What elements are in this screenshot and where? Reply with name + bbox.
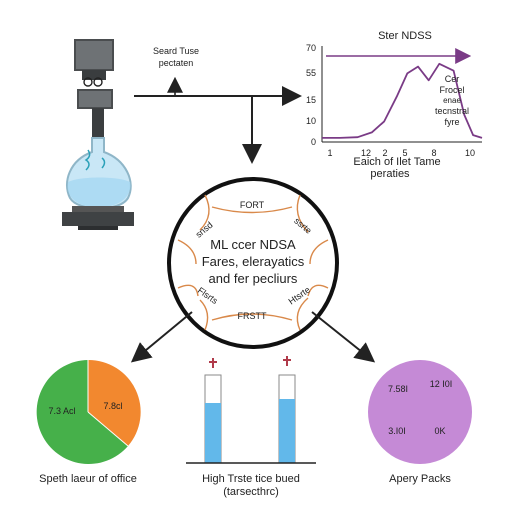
- hub-arc: [296, 194, 309, 233]
- clamp-lower: [77, 89, 113, 109]
- arrow-to-left-pie: [130, 311, 193, 363]
- pie-right-caption: Apery Packs: [389, 473, 451, 485]
- chart-x-caption-line2: peraties: [370, 168, 410, 180]
- legend-line-1: Cer: [445, 74, 460, 84]
- bubble-squiggle-icon: [101, 157, 106, 169]
- chart-x-tick-label: 5: [402, 148, 407, 158]
- pie-right-label-2: 12 I0I: [430, 379, 453, 389]
- chart-x-tick-label: 8: [431, 148, 436, 158]
- tube-liquid: [205, 403, 221, 463]
- test-tubes: High Trste tice bued (tarsecthrc): [186, 356, 316, 498]
- apparatus-label-line2: pectaten: [159, 58, 194, 68]
- pie-slice-orange: [88, 359, 141, 446]
- legend-line-3: enae: [443, 96, 461, 105]
- apparatus-label-line1: Seard Tuse: [153, 46, 199, 56]
- central-hub: FORT snsd ssrte Flsrts FRSTT Htsrte ML c…: [167, 177, 339, 349]
- chart-y-tick-label: 70: [306, 43, 316, 53]
- tubes-caption-line1: High Trste tice bued: [202, 473, 300, 485]
- clamp-neck: [82, 70, 106, 80]
- chart-x-tick-label: 2: [382, 148, 387, 158]
- bubble-squiggle-icon: [84, 149, 91, 171]
- legend-line-5: fyre: [444, 117, 459, 127]
- chart-x-tick-label: 12: [361, 148, 371, 158]
- pie-divider: [87, 411, 129, 447]
- hub-arc: [177, 239, 197, 265]
- chart-y-tick-label: 0: [311, 137, 316, 147]
- hub-arc: [199, 194, 210, 231]
- hub-arc: [309, 239, 329, 265]
- chart-series-line: [322, 62, 483, 139]
- tube-left: [204, 358, 222, 464]
- chart-y-tick-label: 15: [306, 95, 316, 105]
- chart-y-tick-label: 10: [306, 116, 316, 126]
- stand-base: [62, 212, 134, 226]
- hub-arc: [211, 206, 293, 214]
- chart-x-caption-line1: Eaich of Ilet Tame: [353, 156, 440, 168]
- pie-disc: [368, 360, 472, 464]
- chart-x-tick-label: 10: [465, 148, 475, 158]
- chart-x-tick-label: 1: [327, 148, 332, 158]
- pie-left-label-green: 7.3 Acl: [48, 406, 75, 416]
- tube-right: [278, 356, 296, 464]
- hub-arc: [307, 284, 329, 297]
- tube-liquid: [279, 399, 295, 463]
- pie-left-label-orange: 7.8cl: [103, 401, 122, 411]
- left-pie-chart: 7.3 Acl 7.8cl Speth laeur of office: [36, 359, 141, 485]
- clamp-head: [74, 39, 114, 71]
- chart-marks: 0 10 15 55 70 1 12 2 5 8 10: [306, 43, 483, 158]
- hub-center-line1: ML ccer NDSA: [210, 237, 296, 252]
- pie-right-label-1: 7.58I: [388, 384, 408, 394]
- pie-right-label-3: 3.I0I: [388, 426, 406, 436]
- hub-arc-label-top: FORT: [240, 200, 265, 210]
- chart-y-tick-label: 55: [306, 68, 316, 78]
- right-pie-chart: 7.58I 12 I0I 3.I0I 0K Apery Packs: [368, 360, 472, 485]
- legend-line-4: tecnstral: [435, 106, 469, 116]
- arrow-to-right-pie: [311, 311, 376, 363]
- tubes-caption-line2: (tarsecthrc): [223, 486, 279, 498]
- hub-center-line2: Fares, elerayatics: [202, 254, 305, 269]
- pie-right-label-4: 0K: [434, 426, 445, 436]
- hub-ring: [167, 177, 339, 349]
- valve-ring-icon: [93, 77, 103, 87]
- chart-title: Ster NDSS: [378, 30, 432, 42]
- hub-arc: [211, 313, 293, 321]
- lab-apparatus: [62, 39, 134, 230]
- flask-stopper: [92, 108, 104, 138]
- hub-center-line3: and fer pecliurs: [209, 271, 298, 286]
- legend-line-2: Frocel: [439, 85, 464, 95]
- valve-ring-icon: [83, 77, 93, 87]
- hub-arc-label-bottom: FRSTT: [238, 311, 267, 321]
- flask-liquid: [67, 177, 131, 208]
- hub-arc: [199, 299, 209, 331]
- stand-plate: [72, 206, 124, 212]
- pie-left-caption: Speth laeur of office: [39, 473, 137, 485]
- hub-arc: [177, 284, 199, 297]
- pie-slice-green: [36, 360, 128, 464]
- chart-legend: Cer Frocel enae tecnstral fyre: [435, 74, 469, 127]
- stand-foot: [78, 226, 118, 230]
- line-chart: Ster NDSS 0 10 15 55 70 1 12 2 5 8 10 Cer Frocel e…: [306, 30, 483, 180]
- hub-arc: [296, 297, 309, 331]
